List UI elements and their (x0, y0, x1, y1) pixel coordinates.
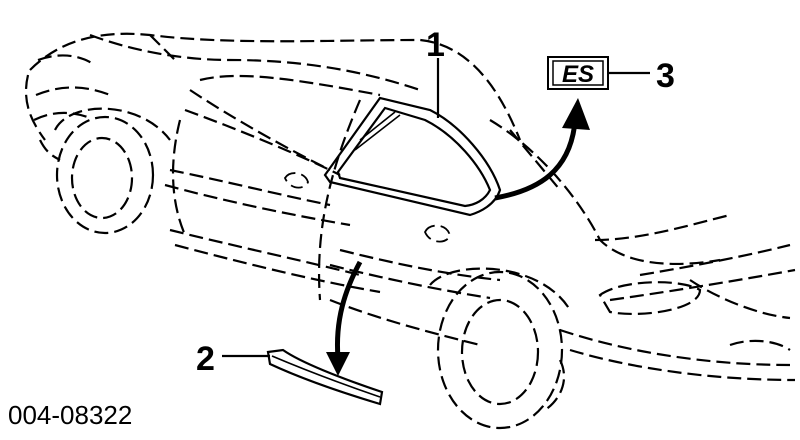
leader-lines (222, 58, 650, 358)
quarter-window (323, 96, 502, 217)
callout-2: 2 (196, 340, 215, 378)
es-badge: ES (547, 56, 609, 90)
molding-arrow (326, 260, 363, 376)
figure-part-number: 004-08322 (8, 400, 132, 430)
badge-arrow (494, 98, 590, 201)
callout-1: 1 (426, 26, 445, 64)
badge-label: ES (562, 61, 594, 88)
side-molding (266, 348, 384, 406)
car-body-outline (24, 32, 796, 430)
callout-3: 3 (656, 57, 675, 95)
